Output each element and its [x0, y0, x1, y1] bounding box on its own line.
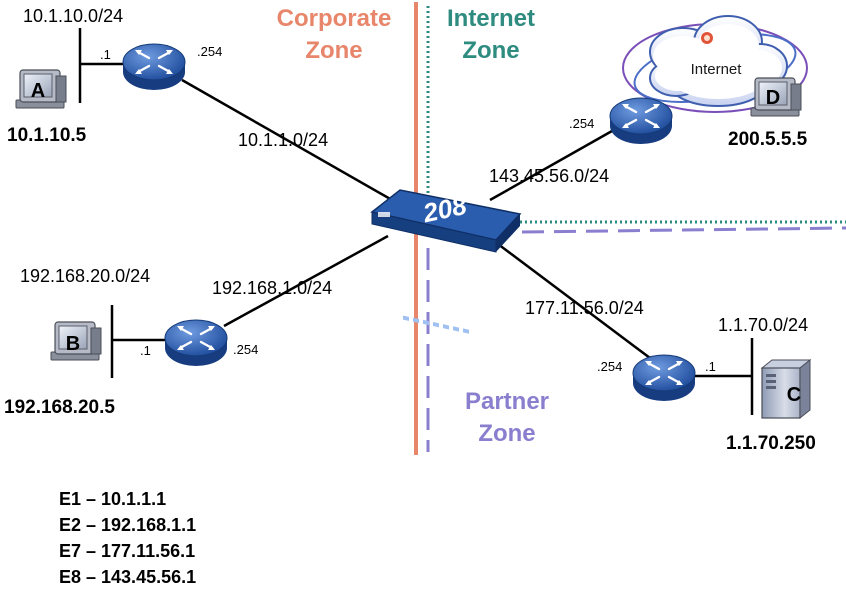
- partner-zone-boundary-horizontal: [521, 226, 846, 234]
- link-b-label: 192.168.1.0/24: [212, 278, 332, 298]
- internet-zone-label: Internet: [447, 5, 535, 32]
- host-c-letter: C: [787, 384, 801, 406]
- legend-item: E2 – 192.168.1.1: [59, 515, 196, 535]
- link-firewall-router-c: [497, 243, 651, 359]
- host-d-ip: 200.5.5.5: [728, 129, 808, 150]
- internet-cloud-icon: [622, 15, 808, 113]
- host-b-letter: B: [66, 333, 80, 355]
- port-router-a-right: .254: [197, 44, 222, 59]
- router-a-icon: [121, 42, 187, 92]
- port-router-b-left: .1: [140, 343, 151, 358]
- router-d-icon: [608, 96, 674, 146]
- router-b-icon: [163, 318, 229, 368]
- net-c-label: 1.1.70.0/24: [718, 315, 808, 335]
- firewall-icon: [370, 189, 522, 334]
- host-a-ip: 10.1.10.5: [7, 125, 87, 146]
- host-b-ip: 192.168.20.5: [4, 397, 115, 418]
- host-c-server-icon: [760, 358, 812, 420]
- host-c-ip: 1.1.70.250: [726, 433, 816, 454]
- partner-zone-label: Partner: [465, 388, 549, 415]
- router-c-icon: [631, 353, 697, 403]
- link-a-label: 10.1.1.0/24: [238, 130, 328, 150]
- partner-zone-label-line2: Zone: [478, 420, 535, 447]
- host-a-letter: A: [31, 80, 45, 102]
- corporate-zone-label: Corporate: [277, 5, 392, 32]
- internet-zone-label-line2: Zone: [462, 37, 519, 64]
- port-router-c-right: .1: [705, 359, 716, 374]
- legend-item: E7 – 177.11.56.1: [59, 541, 195, 561]
- link-c-label: 177.11.56.0/24: [525, 298, 644, 318]
- internet-cloud-label: Internet: [691, 61, 743, 78]
- port-router-c-left: .254: [597, 359, 622, 374]
- net-b-label: 192.168.20.0/24: [20, 266, 150, 286]
- legend-item: E1 – 10.1.1.1: [59, 489, 166, 509]
- port-router-d-left: .254: [569, 116, 594, 131]
- link-firewall-router-d: [489, 129, 613, 202]
- legend-item: E8 – 143.45.56.1: [59, 567, 196, 587]
- corporate-zone-label-line2: Zone: [305, 37, 362, 64]
- port-router-b-right: .254: [233, 342, 258, 357]
- link-router-a-firewall: [181, 78, 393, 202]
- link-router-b-firewall: [223, 234, 389, 328]
- host-d-letter: D: [766, 87, 780, 109]
- net-a-label: 10.1.10.0/24: [23, 6, 123, 26]
- link-d-label: 143.45.56.0/24: [489, 166, 609, 186]
- port-router-a-left: .1: [100, 47, 111, 62]
